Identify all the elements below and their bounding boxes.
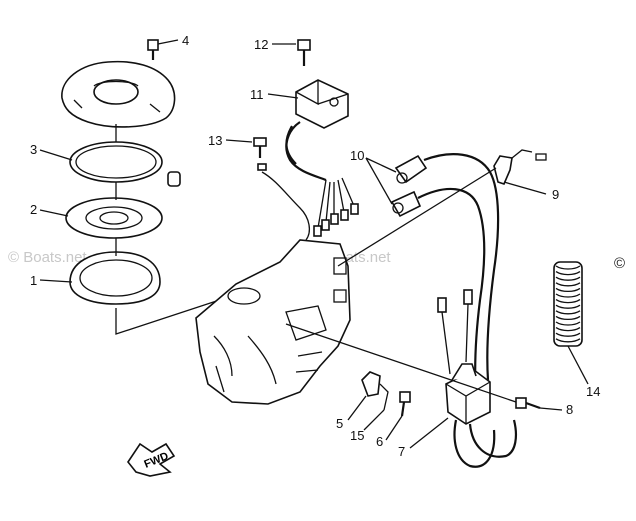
flywheel-cover [61, 60, 176, 128]
spring-coil [555, 315, 581, 321]
spring-coil [555, 265, 581, 270]
gasket-leader [115, 285, 263, 335]
label-part-9: 9 [552, 187, 559, 202]
spring-coil [555, 282, 581, 287]
spring-coil [555, 321, 581, 326]
label-part-4: 4 [182, 33, 189, 48]
ring-part-2 [65, 197, 163, 239]
harness-wire-b [285, 125, 297, 165]
coil-lead-loop [453, 419, 496, 468]
bracket-part-9 [493, 149, 547, 185]
bolt-part-6 [399, 391, 411, 417]
label-part-15: 15 [350, 428, 364, 443]
bolt-part-4 [147, 39, 159, 60]
plug-cap-part-10-lower [390, 190, 422, 218]
bolt-part-13 [253, 137, 267, 171]
spring-coil [555, 299, 581, 304]
harness-wire-main [285, 121, 327, 182]
watermark-left: © Boats.net [8, 249, 87, 266]
label-part-14: 14 [586, 384, 600, 399]
label-part-1: 1 [30, 273, 37, 288]
clip-part-5 [361, 371, 381, 397]
label-part-13: 13 [208, 133, 222, 148]
harness-connectors [313, 177, 359, 237]
cdi-unit-part-11 [295, 79, 349, 129]
fwd-arrow: FWD [127, 442, 176, 477]
label-part-11: 11 [250, 87, 264, 102]
ignition-coil-part-7 [437, 289, 491, 425]
spring-coil [555, 293, 581, 298]
bolt-part-12 [297, 39, 311, 66]
label-part-3: 3 [30, 142, 37, 157]
label-part-2: 2 [30, 202, 37, 217]
label-part-5: 5 [336, 416, 343, 431]
ground-wire [261, 171, 311, 241]
label-part-7: 7 [398, 444, 405, 459]
small-plug [167, 171, 181, 187]
spring-coil [555, 310, 581, 315]
label-part-12: 12 [254, 37, 268, 52]
spring-coil [555, 304, 581, 309]
ring-part-3 [69, 141, 163, 183]
spring-coil [555, 276, 581, 281]
engine-block [195, 239, 351, 405]
spring-coil [555, 338, 581, 343]
bolt-part-8 [515, 397, 541, 410]
label-part-6: 6 [376, 434, 383, 449]
gasket-part-1 [69, 251, 161, 305]
washer-part-15 [379, 383, 389, 411]
coil-lead-loop-2 [468, 419, 517, 458]
copyright-mark: © [614, 255, 625, 272]
spring-coil [555, 332, 581, 337]
label-part-10: 10 [350, 148, 364, 163]
label-part-8: 8 [566, 402, 573, 417]
leader-lines [39, 39, 589, 449]
hv-lead-b [417, 187, 486, 397]
hv-lead-a [423, 153, 500, 381]
spring-part-14 [553, 261, 583, 347]
plug-cap-part-10-upper [394, 154, 428, 184]
spring-coil [555, 271, 581, 276]
spring-coil [555, 287, 581, 293]
spring-coil [555, 327, 581, 332]
